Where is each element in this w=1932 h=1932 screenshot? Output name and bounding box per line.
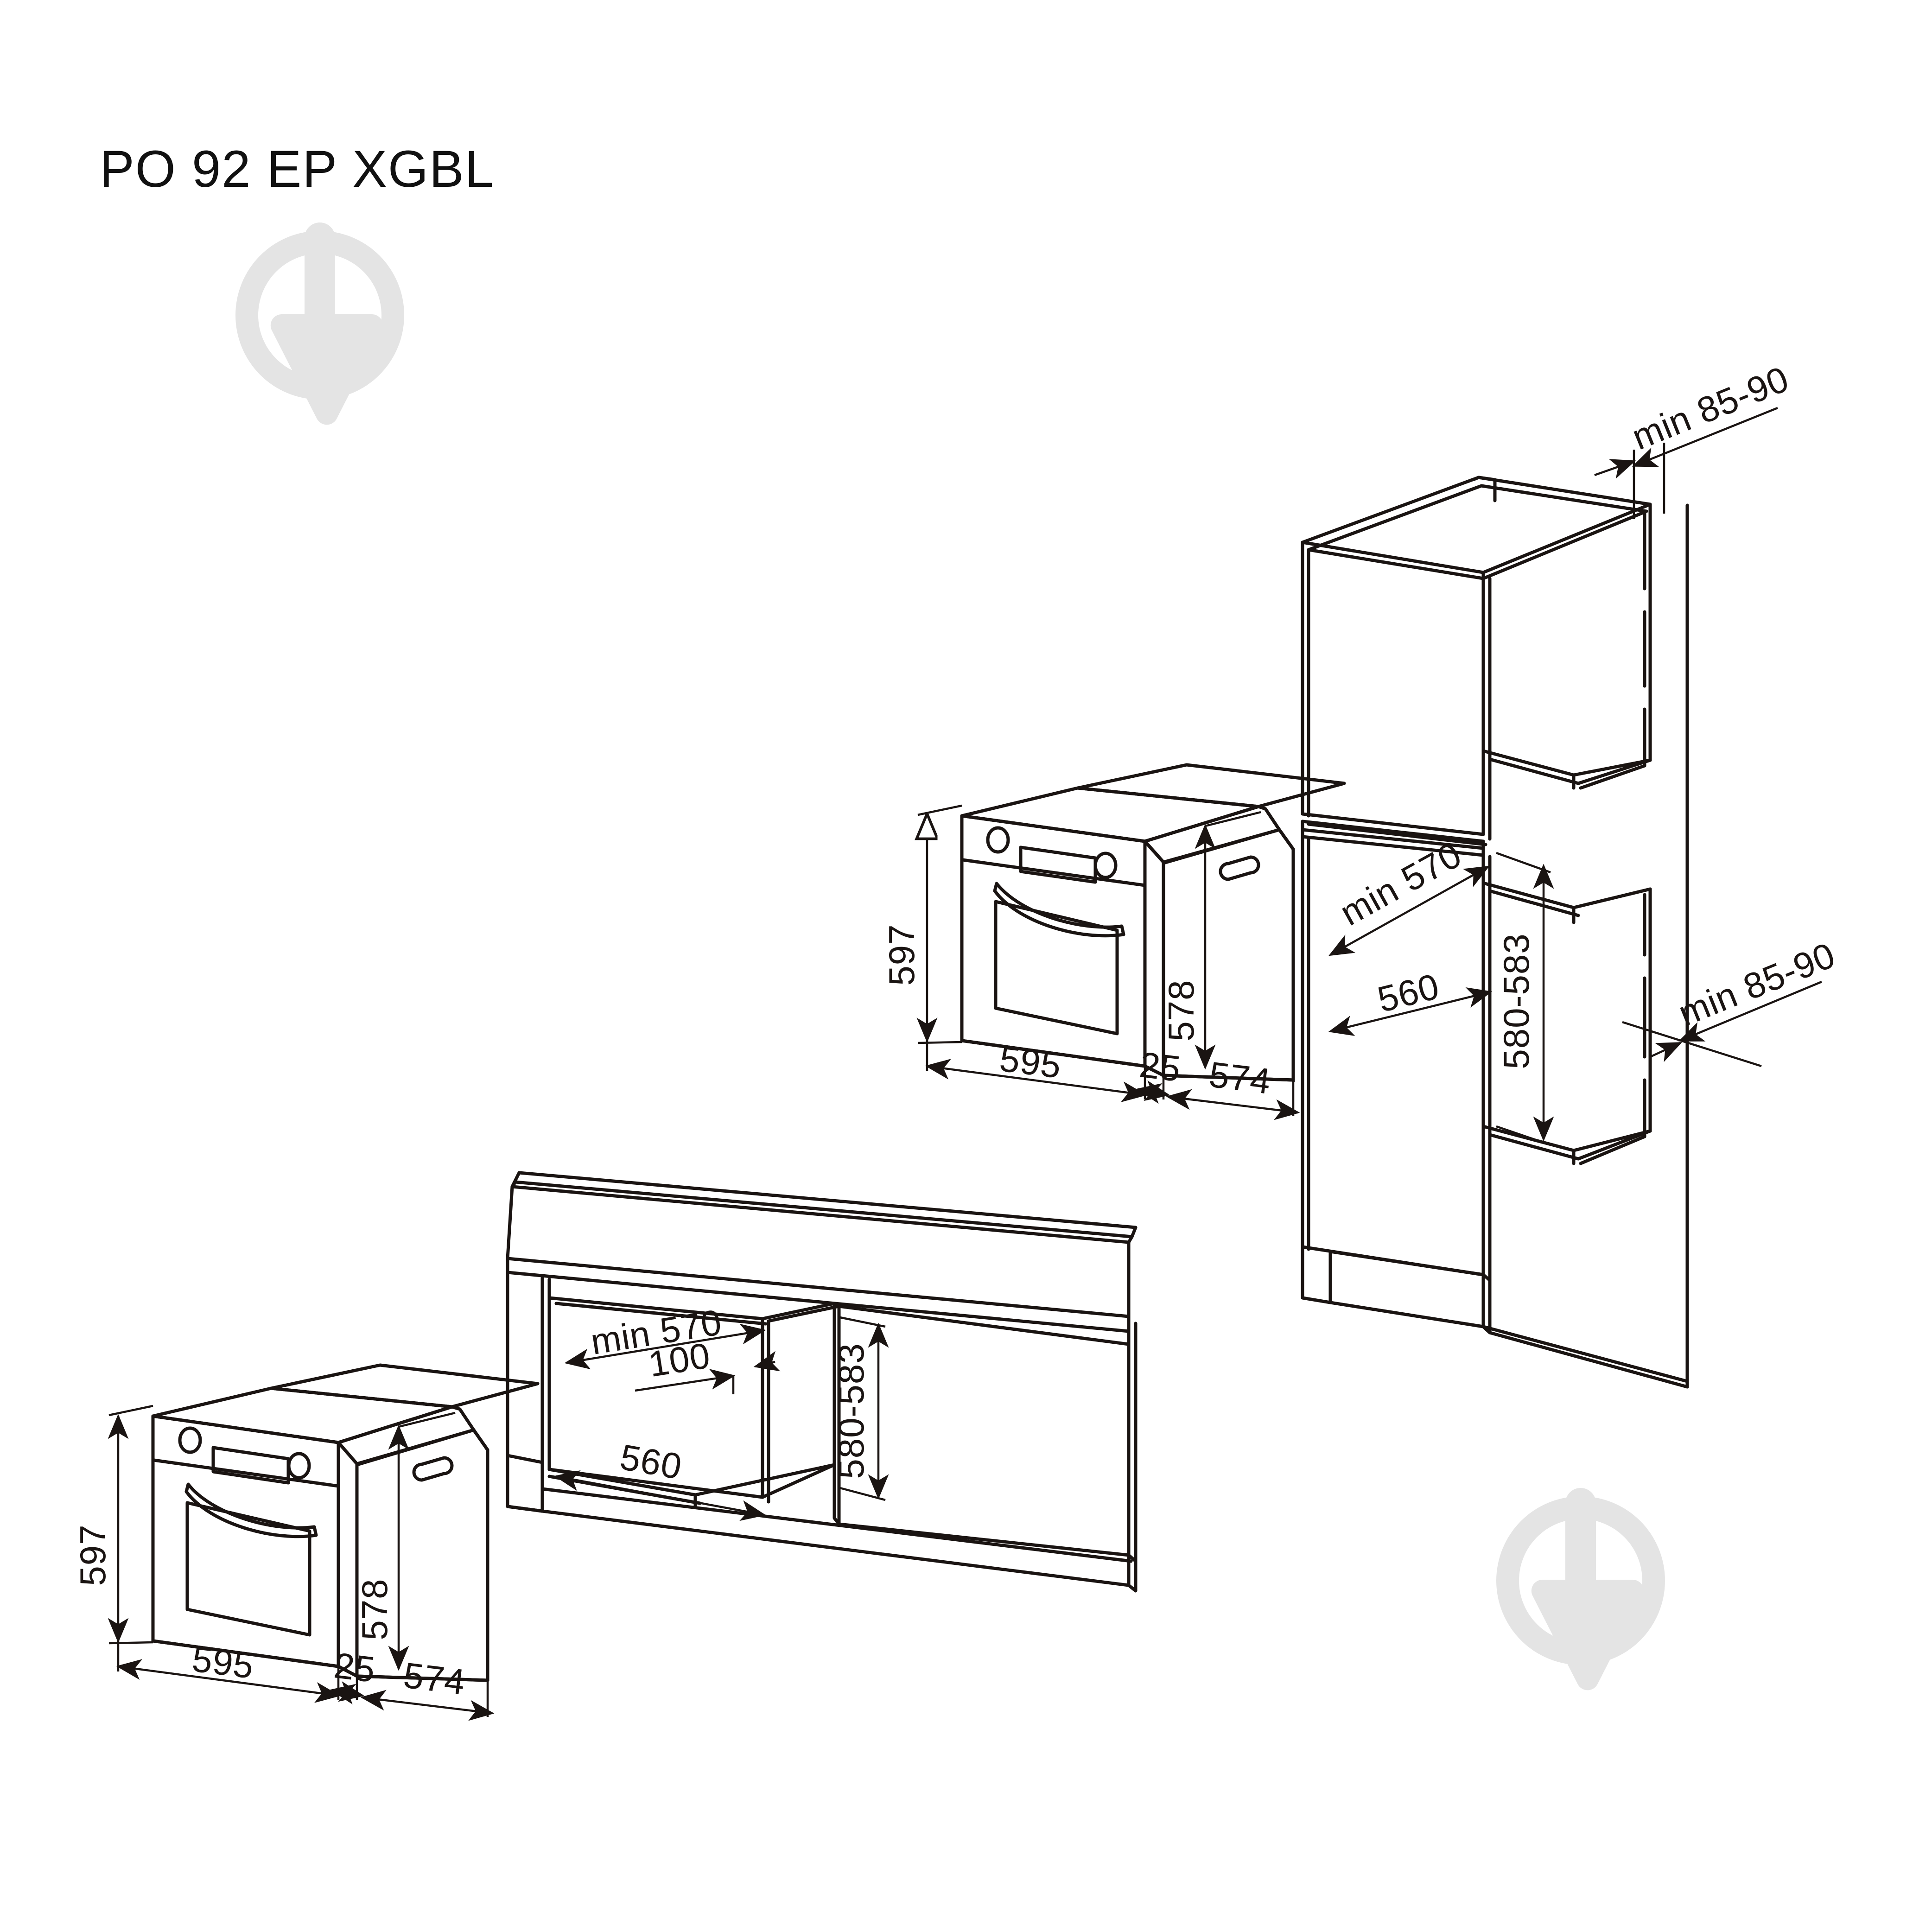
dim-595-center: 595 bbox=[998, 1038, 1064, 1086]
dim-25-center: 25 bbox=[1138, 1044, 1183, 1089]
tall-cabinet-view: min 85-90 min 570 580-583 560 min 85-90 bbox=[1301, 358, 1841, 1389]
dim-min570-tall: min 570 bbox=[1333, 834, 1468, 934]
dim-597-lowerleft: 597 bbox=[72, 1524, 113, 1586]
oven-lower-left-view: 597 578 595 25 574 bbox=[72, 1363, 540, 1721]
plumb-bob-watermark-top-left bbox=[235, 222, 404, 425]
dim-100-undercounter: 100 bbox=[646, 1335, 713, 1385]
dim-578-lowerleft: 578 bbox=[354, 1578, 395, 1640]
oven-center-view: 597 578 595 25 574 bbox=[881, 763, 1346, 1120]
dim-560-tall: 560 bbox=[1373, 966, 1443, 1020]
under-counter-cabinet-view: min 570 100 580-583 560 bbox=[506, 1171, 1138, 1593]
page-title: PO 92 EP XGBL bbox=[100, 140, 495, 198]
dim-597-center: 597 bbox=[881, 924, 922, 985]
dim-574-center: 574 bbox=[1207, 1054, 1273, 1102]
dim-595-lowerleft: 595 bbox=[190, 1638, 256, 1686]
dim-580-583-undercounter: 580-583 bbox=[831, 1343, 871, 1479]
dim-min85-90-top: min 85-90 bbox=[1626, 358, 1794, 458]
dim-580-583-tall: 580-583 bbox=[1496, 933, 1537, 1069]
dim-574-lowerleft: 574 bbox=[401, 1654, 468, 1703]
plumb-bob-watermark-bottom-right bbox=[1496, 1488, 1665, 1690]
dim-578-center: 578 bbox=[1161, 979, 1201, 1041]
dim-25-lowerleft: 25 bbox=[332, 1645, 378, 1690]
